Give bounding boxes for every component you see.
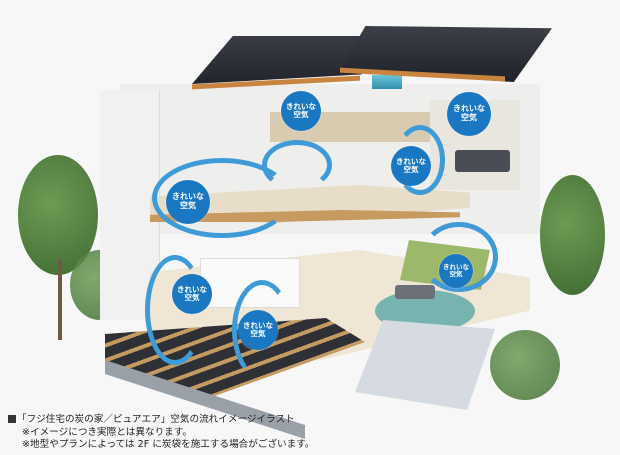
shrub-right [490, 330, 560, 400]
square-bullet-icon [8, 415, 16, 423]
bed [455, 150, 510, 172]
airflow-arrow-icon [420, 222, 498, 292]
caption: 「フジ住宅の炭の家／ピュアエア」空気の流れイメージイラスト ※イメージにつき実際… [8, 414, 314, 452]
clean-air-bubble: きれいな 空気 [166, 180, 210, 224]
tree-trunk [58, 260, 62, 340]
tiled-terrace [355, 320, 495, 410]
caption-note-1: ※イメージにつき実際とは異なります。 [22, 426, 192, 438]
clean-air-bubble: きれいな 空気 [447, 92, 491, 136]
wall-painting [372, 75, 402, 89]
clean-air-bubble: きれいな 空気 [238, 310, 278, 350]
airflow-arrow-icon [152, 158, 292, 238]
caption-title-line: 「フジ住宅の炭の家／ピュアエア」空気の流れイメージイラスト [8, 414, 314, 427]
airflow-arrow-icon [145, 255, 205, 365]
caption-note-2: ※地型やプランによっては 2F に炭袋を施工する場合がございます。 [22, 439, 315, 450]
clean-air-bubble: きれいな 空気 [391, 146, 431, 186]
airflow-arrow-icon [262, 140, 332, 190]
airflow-arrow-icon [232, 280, 292, 380]
tree-right [540, 175, 605, 295]
clean-air-bubble: きれいな 空気 [281, 91, 321, 131]
clean-air-bubble: きれいな 空気 [439, 254, 473, 288]
caption-title: 「フジ住宅の炭の家／ピュアエア」空気の流れイメージイラスト [17, 414, 295, 425]
clean-air-bubble: きれいな 空気 [172, 274, 212, 314]
sofa [395, 285, 435, 299]
airflow-arrow-icon [395, 125, 445, 195]
